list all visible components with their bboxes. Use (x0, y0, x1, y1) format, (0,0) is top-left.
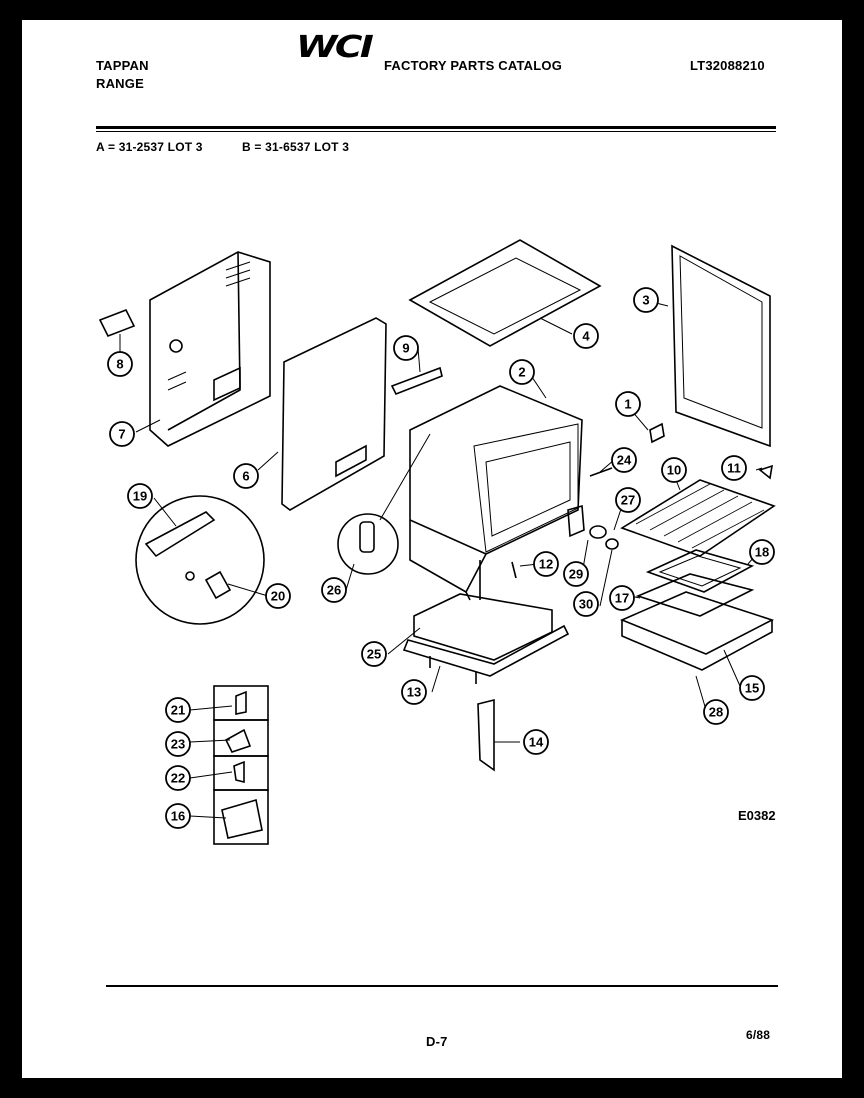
header-rule-thin (96, 131, 776, 132)
callout-25 (361, 641, 387, 667)
part-21-box (213, 685, 269, 721)
callout-label-21: 21 (171, 703, 185, 718)
catalog-title: FACTORY PARTS CATALOG (384, 58, 563, 73)
callout-label-19: 19 (133, 489, 147, 504)
callout-label-16: 16 (171, 809, 185, 824)
callout-30 (573, 591, 599, 617)
revision-date: 6/88 (746, 1028, 771, 1042)
part-24 (589, 467, 613, 477)
part-10-rack (620, 479, 776, 557)
callout-label-7: 7 (118, 427, 125, 442)
callout-3 (633, 287, 659, 313)
footer-rule (106, 985, 778, 987)
callout-label-22: 22 (171, 771, 185, 786)
part-23-box (213, 719, 269, 757)
part-8-drawing (98, 308, 136, 338)
part-13-tray (402, 624, 570, 677)
part-1-knob (649, 422, 665, 444)
callout-label-30: 30 (579, 597, 593, 612)
header-rule (96, 126, 776, 129)
part-4-top (408, 239, 602, 347)
callout-label-27: 27 (621, 493, 635, 508)
callout-27 (615, 487, 641, 513)
callout-label-29: 29 (569, 567, 583, 582)
drawing-code: E0382 (738, 808, 776, 823)
callout-7 (109, 421, 135, 447)
callout-8 (107, 351, 133, 377)
wci-logo: WCI (296, 30, 374, 65)
callout-6 (233, 463, 259, 489)
model-a-label: A = 31-2537 LOT 3 (96, 140, 203, 154)
part-30 (605, 538, 619, 550)
callout-22 (165, 765, 191, 791)
callout-23 (165, 731, 191, 757)
callout-label-12: 12 (539, 557, 553, 572)
part-26-callout-circle (337, 513, 399, 575)
part-7-side-panel (149, 251, 271, 447)
callout-label-6: 6 (242, 469, 249, 484)
callout-18 (749, 539, 775, 565)
callout-19 (127, 483, 153, 509)
callout-24 (611, 447, 637, 473)
part-2-oven-body (409, 385, 583, 555)
part-17 (635, 573, 755, 617)
part-12 (511, 561, 517, 579)
callout-label-4: 4 (582, 329, 590, 344)
part-11 (758, 464, 774, 480)
brand-line-1: TAPPAN (96, 58, 149, 73)
callout-17 (609, 585, 635, 611)
callout-label-9: 9 (402, 341, 409, 356)
callout-label-18: 18 (755, 545, 769, 560)
page-number: D-7 (426, 1034, 448, 1049)
callout-29 (563, 561, 589, 587)
part-14 (477, 698, 495, 772)
part-9-bracket (390, 366, 443, 396)
callout-26 (321, 577, 347, 603)
callout-label-17: 17 (615, 591, 629, 606)
callout-1 (615, 391, 641, 417)
callout-2 (509, 359, 535, 385)
part-6-back-panel (281, 317, 387, 511)
callout-label-26: 26 (327, 583, 341, 598)
callout-label-28: 28 (709, 705, 723, 720)
callout-label-3: 3 (642, 293, 649, 308)
callout-15 (739, 675, 765, 701)
callout-13 (401, 679, 427, 705)
part-27 (589, 525, 607, 539)
part-25-burner-box (413, 593, 553, 661)
part-18-broiler-grid (645, 549, 755, 593)
brand-line-2: RANGE (96, 76, 144, 91)
callout-label-23: 23 (171, 737, 185, 752)
catalog-sheet (22, 20, 842, 1078)
callout-14 (523, 729, 549, 755)
callout-label-1: 1 (624, 397, 631, 412)
callout-12 (533, 551, 559, 577)
callout-label-24: 24 (617, 453, 632, 468)
callout-label-20: 20 (271, 589, 285, 604)
callout-label-10: 10 (667, 463, 681, 478)
callout-label-11: 11 (727, 461, 741, 476)
model-number: LT32088210 (690, 58, 765, 73)
callout-4 (573, 323, 599, 349)
callout-label-14: 14 (529, 735, 544, 750)
callout-label-8: 8 (116, 357, 123, 372)
callout-16 (165, 803, 191, 829)
part-19-20-callout-circle (135, 495, 265, 625)
callout-21 (165, 697, 191, 723)
callout-label-15: 15 (745, 681, 759, 696)
part-3-door (671, 244, 771, 448)
callout-20 (265, 583, 291, 609)
part-29 (567, 504, 585, 538)
callout-9 (393, 335, 419, 361)
callout-label-2: 2 (518, 365, 525, 380)
model-b-label: B = 31-6537 LOT 3 (242, 140, 350, 154)
callout-label-25: 25 (367, 647, 381, 662)
callout-10 (661, 457, 687, 483)
callout-label-13: 13 (407, 685, 421, 700)
callout-11 (721, 455, 747, 481)
callout-28 (703, 699, 729, 725)
